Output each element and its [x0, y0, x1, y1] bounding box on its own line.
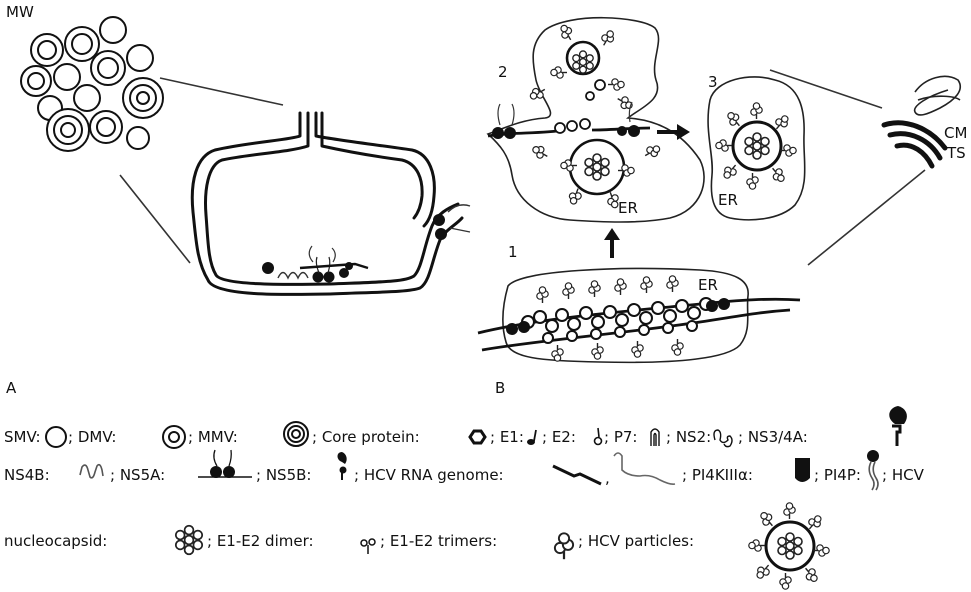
- er-label-1: ER: [698, 278, 718, 293]
- e1-e2-trimers-icon: [555, 533, 573, 559]
- ns2-icon: [714, 430, 732, 447]
- e1-e2-dimer-icon: [361, 539, 375, 554]
- pi4kiiia-icon: [795, 458, 810, 482]
- legend-pi4k: ; PI4KIIIα:: [682, 468, 753, 483]
- er-label-2: ER: [618, 201, 638, 216]
- legend-trimers: ; E1-E2 trimers:: [380, 534, 497, 549]
- mmv-icon: [284, 422, 308, 446]
- legend-mmv: ; MMV:: [188, 430, 238, 445]
- panel-a-label: A: [6, 381, 16, 396]
- legend-core: ; Core protein:: [312, 430, 420, 445]
- e1-icon: [527, 430, 536, 445]
- legend-ns4b: NS4B:: [4, 468, 50, 483]
- membranous-web-cluster: [21, 17, 163, 151]
- hcv-rna-genome-alt-icon: [614, 453, 675, 484]
- legend-e1: ; E1:: [490, 430, 524, 445]
- legend-rna: ; HCV RNA genome:: [354, 468, 504, 483]
- step-2-label: 2: [498, 65, 508, 80]
- step-1-label: 1: [508, 245, 518, 260]
- dmv-icon: [163, 426, 185, 448]
- er-membrane-panel-a: [192, 113, 462, 294]
- p7-icon: [651, 429, 659, 446]
- legend-comma: ,: [605, 471, 610, 486]
- legend-hcv: ; HCV: [882, 468, 924, 483]
- er-panel-1: [478, 269, 800, 363]
- legend-particles: ; HCV particles:: [578, 534, 694, 549]
- ts-label: TS: [947, 146, 966, 161]
- legend-dimer: ; E1-E2 dimer:: [207, 534, 314, 549]
- hcv-rna-genome-icon: [553, 466, 601, 484]
- legend-ns5a: ; NS5A:: [110, 468, 165, 483]
- e2-icon: [595, 428, 602, 445]
- er-label-3: ER: [718, 193, 738, 208]
- ns3-4a-icon: [889, 406, 907, 446]
- nucleocapsid-icon: [176, 526, 202, 555]
- panel-b-label: B: [495, 381, 505, 396]
- smv-icon: [46, 427, 66, 447]
- hcv-particle-icon: [749, 503, 829, 589]
- legend-ns3-4a: ; NS3/4A:: [738, 430, 808, 445]
- pi4p-icon: [867, 450, 879, 490]
- legend-ns2: ; NS2:: [666, 430, 711, 445]
- core-protein-icon: [470, 431, 485, 443]
- ns5a-icon: [198, 450, 252, 478]
- legend-pi4p: ; PI4P:: [814, 468, 861, 483]
- legend-e2: ; E2:: [542, 430, 576, 445]
- mw-label: MW: [6, 5, 34, 20]
- ns4b-icon: [80, 465, 103, 478]
- legend-dmv: ; DMV:: [68, 430, 116, 445]
- ns5b-icon: [338, 452, 347, 480]
- legend-smv: SMV:: [4, 430, 41, 445]
- legend-p7: ; P7:: [604, 430, 637, 445]
- legend-ns5b: ; NS5B:: [256, 468, 311, 483]
- er-panel-2: [488, 18, 704, 222]
- step-3-label: 3: [708, 75, 718, 90]
- legend-nucleocapsid: nucleocapsid:: [4, 534, 107, 549]
- cm-label: CM: [944, 126, 967, 141]
